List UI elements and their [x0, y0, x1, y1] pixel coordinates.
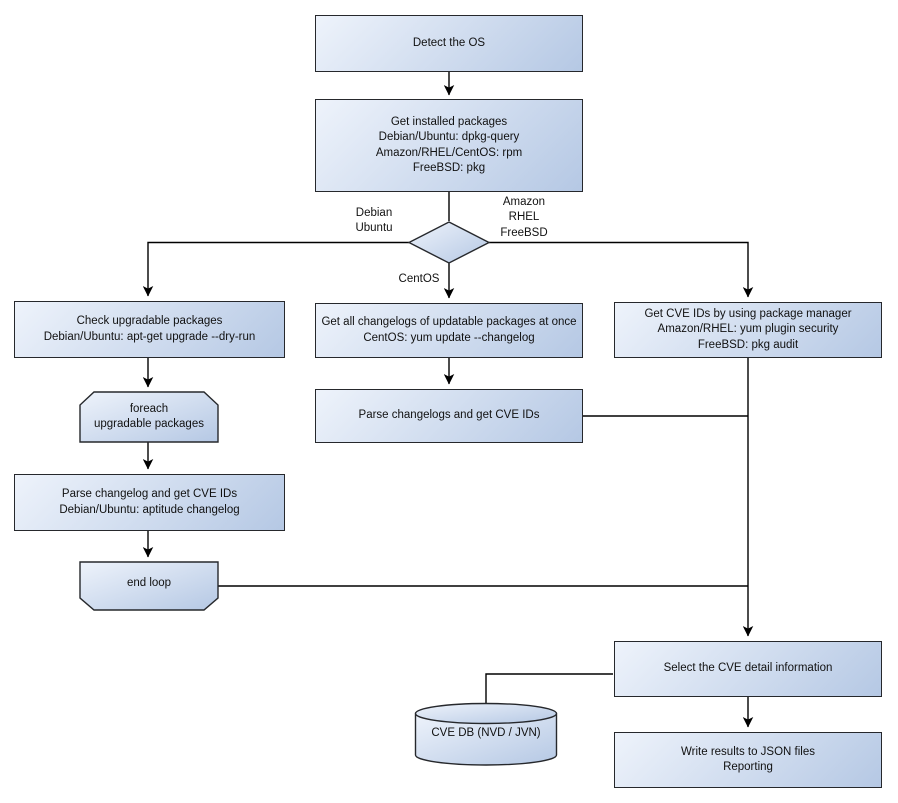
- node-end-loop: end loop: [80, 562, 218, 606]
- database-cylinder-top: [414, 702, 558, 725]
- node-select-cve-detail: Select the CVE detail information: [614, 641, 882, 697]
- edge-label-debian-ubuntu: Debian Ubuntu: [355, 206, 393, 234]
- node-cve-db-label: CVE DB (NVD / JVN): [431, 727, 541, 740]
- edge-decision-left: [142, 241, 409, 297]
- node-parse-changelog-deb-label: Parse changelog and get CVE IDs Debian/U…: [59, 488, 240, 516]
- node-check-upgradable: Check upgradable packages Debian/Ubuntu:…: [14, 301, 285, 358]
- os-decision-diamond: [407, 221, 491, 264]
- edge-cvedb-to-select: [485, 673, 613, 703]
- node-get-cve-ids-pkg-mgr: Get CVE IDs by using package manager Ama…: [614, 302, 882, 358]
- node-foreach-loop-start-label: foreach upgradable packages: [94, 402, 204, 430]
- node-detect-os-label: Detect the OS: [412, 36, 486, 49]
- node-check-upgradable-label: Check upgradable packages Debian/Ubuntu:…: [43, 315, 256, 343]
- node-get-all-changelogs: Get all changelogs of updatable packages…: [315, 303, 583, 358]
- edge-label-amazon-rhel-freebsd: Amazon RHEL FreeBSD: [500, 196, 548, 239]
- node-end-loop-label: end loop: [126, 577, 172, 590]
- node-write-results: Write results to JSON files Reporting: [614, 732, 882, 788]
- end-loop-shape: [79, 561, 219, 611]
- node-get-installed-packages-label: Get installed packages Debian/Ubuntu: dp…: [375, 116, 523, 174]
- node-write-results-label: Write results to JSON files Reporting: [681, 745, 815, 773]
- node-parse-changelogs-centos: Parse changelogs and get CVE IDs: [315, 389, 583, 443]
- node-get-cve-ids-pkg-mgr-label: Get CVE IDs by using package manager Ama…: [644, 308, 852, 351]
- foreach-loop-shape: [79, 391, 219, 443]
- node-cve-db: CVE DB (NVD / JVN): [415, 714, 557, 754]
- node-parse-changelog-deb: Parse changelog and get CVE IDs Debian/U…: [14, 474, 285, 531]
- node-detect-os: Detect the OS: [315, 15, 583, 72]
- database-cylinder-body: [414, 713, 558, 766]
- edge-decision-right: [489, 241, 754, 298]
- node-get-installed-packages: Get installed packages Debian/Ubuntu: dp…: [315, 99, 583, 192]
- node-parse-changelogs-centos-label: Parse changelogs and get CVE IDs: [358, 409, 540, 422]
- edge-label-centos: CentOS: [398, 272, 440, 285]
- node-select-cve-detail-label: Select the CVE detail information: [663, 662, 833, 675]
- node-get-all-changelogs-label: Get all changelogs of updatable packages…: [321, 316, 577, 344]
- node-foreach-loop-start: foreach upgradable packages: [80, 392, 218, 442]
